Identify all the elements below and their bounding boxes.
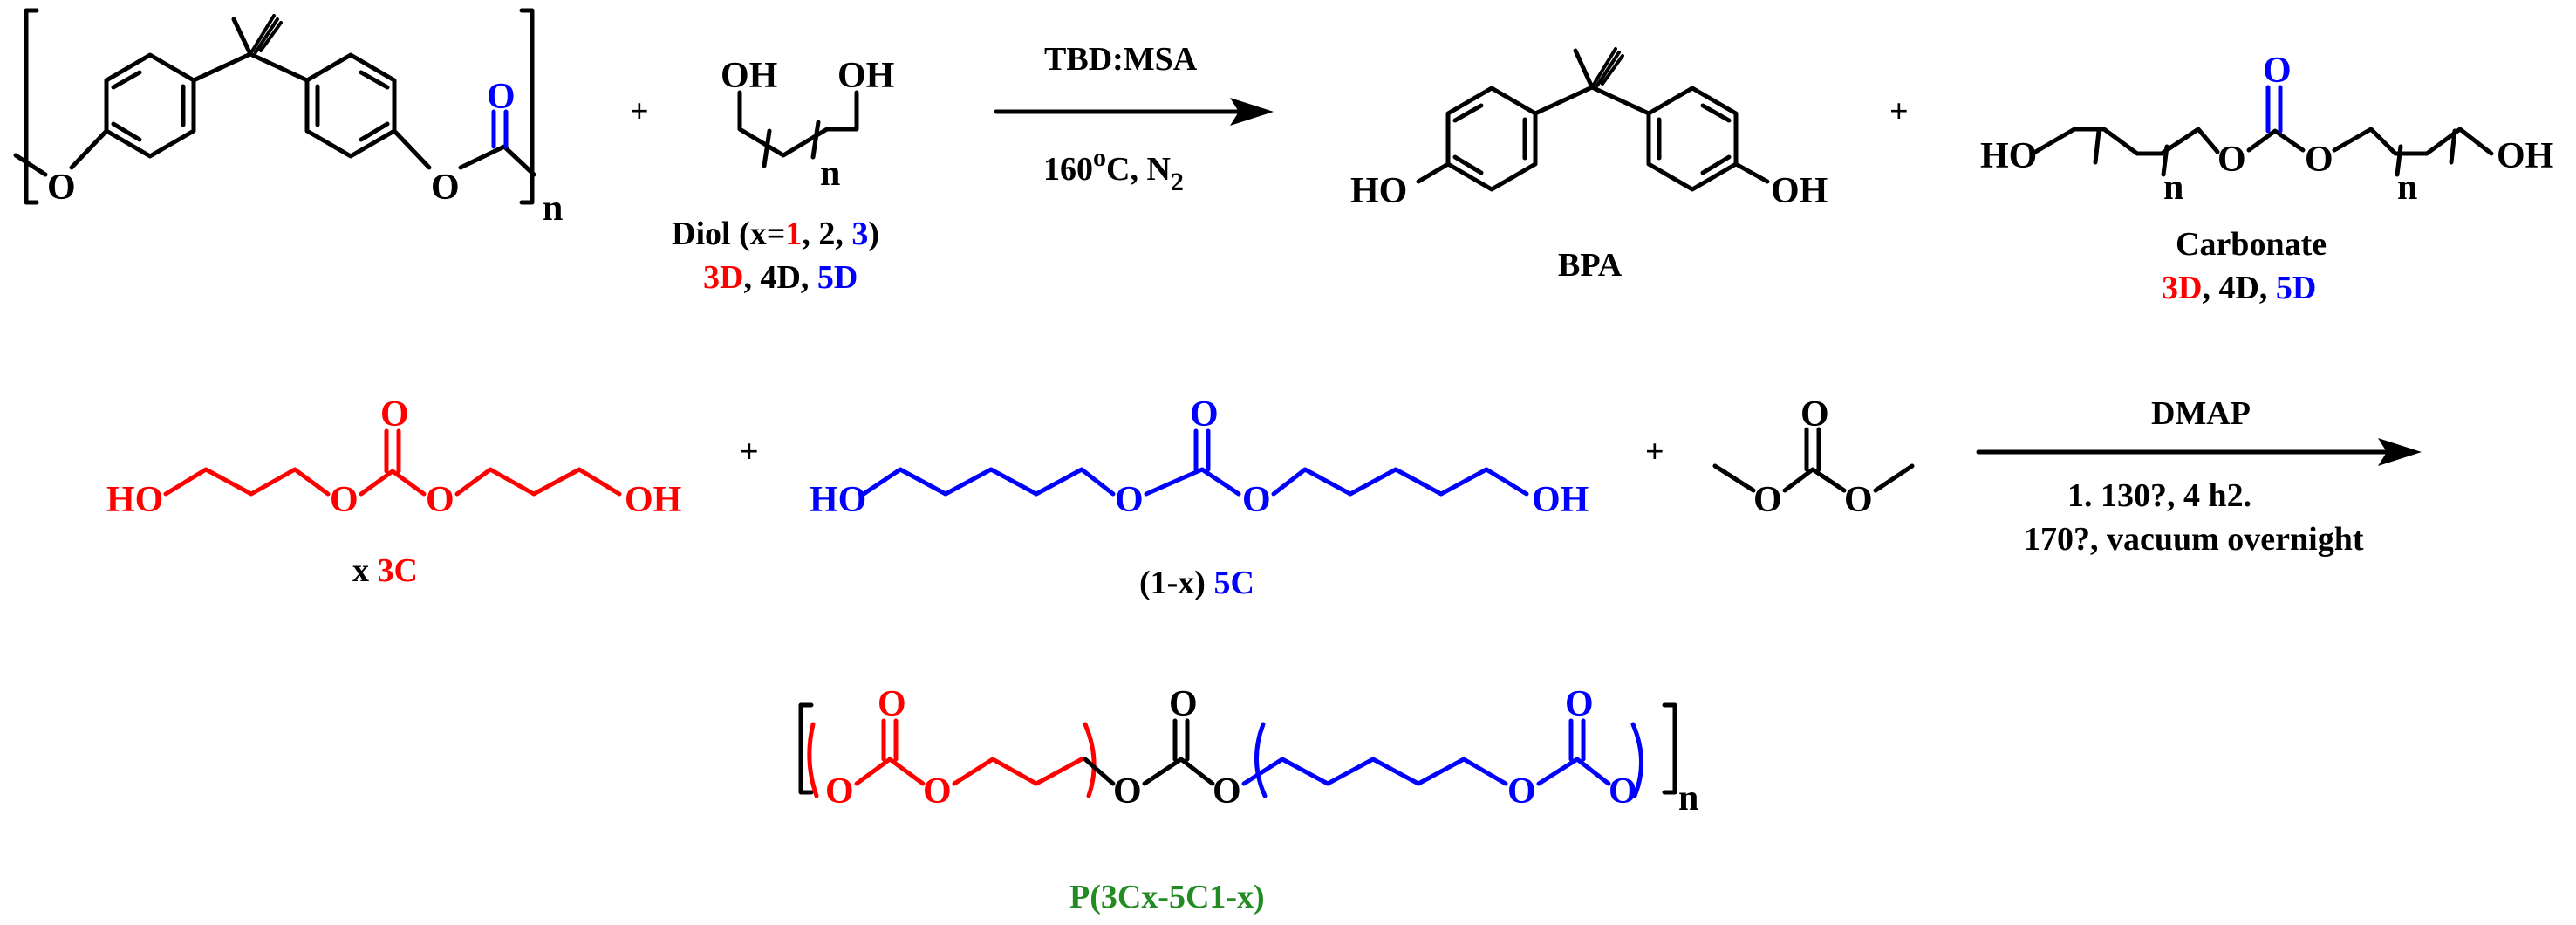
3c-label: x 3C	[352, 552, 418, 589]
svg-text:O: O	[1213, 771, 1241, 812]
svg-text:HO: HO	[1350, 171, 1407, 211]
5c-label: (1-x) 5C	[1139, 565, 1254, 601]
svg-text:n: n	[1678, 778, 1698, 819]
conditions-1: 160oC, N2	[1043, 143, 1184, 196]
svg-text:O: O	[1190, 394, 1219, 435]
o-right: O	[431, 168, 460, 208]
svg-text:O: O	[2217, 140, 2246, 180]
svg-text:O: O	[1507, 771, 1536, 812]
5c-structure: HO O O O OH	[810, 394, 1589, 520]
svg-text:OH: OH	[1532, 480, 1589, 520]
plus-1: +	[630, 93, 649, 130]
conditions-2-line2: 170?, vacuum overnight	[2024, 521, 2364, 558]
svg-text:n: n	[820, 154, 840, 194]
svg-text:O: O	[1565, 684, 1594, 724]
svg-text:HO: HO	[106, 480, 163, 520]
svg-text:O: O	[1609, 771, 1637, 812]
svg-text:O: O	[380, 394, 409, 435]
svg-text:OH: OH	[625, 480, 681, 520]
svg-text:n: n	[2163, 168, 2183, 208]
svg-text:OH: OH	[837, 56, 894, 96]
svg-text:O: O	[1844, 480, 1873, 520]
svg-text:OH: OH	[1771, 171, 1828, 211]
o-left: O	[47, 168, 76, 208]
svg-text:O: O	[1800, 394, 1829, 435]
svg-text:O: O	[1242, 480, 1271, 520]
copolymer-structure: n O O O O O O O O O	[798, 684, 1698, 819]
svg-text:O: O	[1753, 480, 1782, 520]
svg-text:O: O	[2263, 51, 2292, 91]
o-carbonyl: O	[487, 77, 516, 117]
reaction-arrow-2: DMAP 1. 130?, 4 h2. 170?, vacuum overnig…	[1976, 395, 2422, 558]
repeat-n: n	[543, 188, 563, 229]
carbonate-codes: 3D, 4D, 5D	[2162, 270, 2316, 306]
svg-text:O: O	[426, 480, 454, 520]
svg-text:DMAP: DMAP	[2151, 395, 2251, 432]
reaction-arrow-1: TBD:MSA 160oC, N2	[994, 41, 1274, 196]
diol-codes: 3D, 4D, 5D	[703, 259, 858, 296]
svg-text:OH: OH	[2497, 136, 2553, 176]
svg-text:O: O	[330, 480, 359, 520]
svg-text:O: O	[923, 771, 952, 812]
copolymer-label: P(3Cx-5C1-x)	[1069, 879, 1265, 915]
svg-text:O: O	[1113, 771, 1142, 812]
svg-text:TBD:MSA: TBD:MSA	[1044, 41, 1198, 78]
svg-text:HO: HO	[810, 480, 866, 520]
conditions-2-line1: 1. 130?, 4 h2.	[2067, 477, 2251, 514]
plus-3: +	[740, 434, 759, 470]
plus-4: +	[1645, 434, 1664, 470]
plus-2: +	[1889, 93, 1909, 130]
carbonate-label: Carbonate	[2176, 226, 2327, 263]
dimethyl-carbonate-structure: O O O	[1712, 394, 1915, 520]
svg-text:O: O	[1169, 684, 1198, 724]
diol-structure: OH OH n	[721, 56, 894, 194]
bpa-structure: HO OH	[1350, 47, 1828, 211]
svg-text:O: O	[825, 771, 854, 812]
diol-label: Diol (x=1, 2, 3)	[672, 216, 879, 252]
bpa-label: BPA	[1558, 247, 1623, 284]
svg-text:HO: HO	[1980, 136, 2037, 176]
svg-text:n: n	[2397, 168, 2417, 208]
svg-text:O: O	[878, 684, 906, 724]
svg-text:O: O	[2305, 140, 2333, 180]
3c-structure: HO O O O OH	[106, 394, 681, 520]
polycarbonate-structure: n O O O	[13, 8, 563, 229]
svg-text:OH: OH	[721, 56, 777, 96]
svg-text:O: O	[1115, 480, 1144, 520]
carbonate-diol-structure: HO n O O O n OH	[1980, 51, 2553, 208]
